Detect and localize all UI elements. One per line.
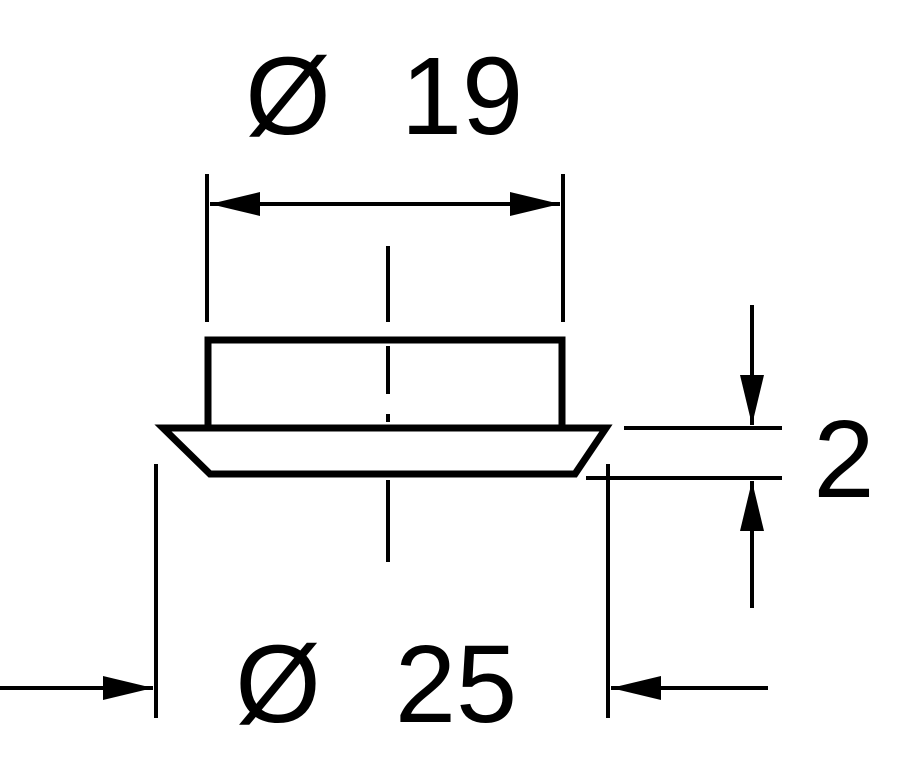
part-outline xyxy=(154,336,613,478)
bottom-diameter-dimension xyxy=(0,464,768,718)
flange-height-dimension xyxy=(586,305,782,608)
top-diameter-symbol: Ø xyxy=(245,35,331,158)
bottom-diameter-value: 25 xyxy=(395,623,517,746)
top-diameter-value: 19 xyxy=(401,35,523,158)
bottom-diameter-symbol: Ø xyxy=(235,623,321,746)
flange-outline xyxy=(154,424,613,478)
flange-height-value: 2 xyxy=(813,398,874,521)
upper-body-outline xyxy=(204,336,566,428)
top-diameter-dimension xyxy=(205,174,565,322)
